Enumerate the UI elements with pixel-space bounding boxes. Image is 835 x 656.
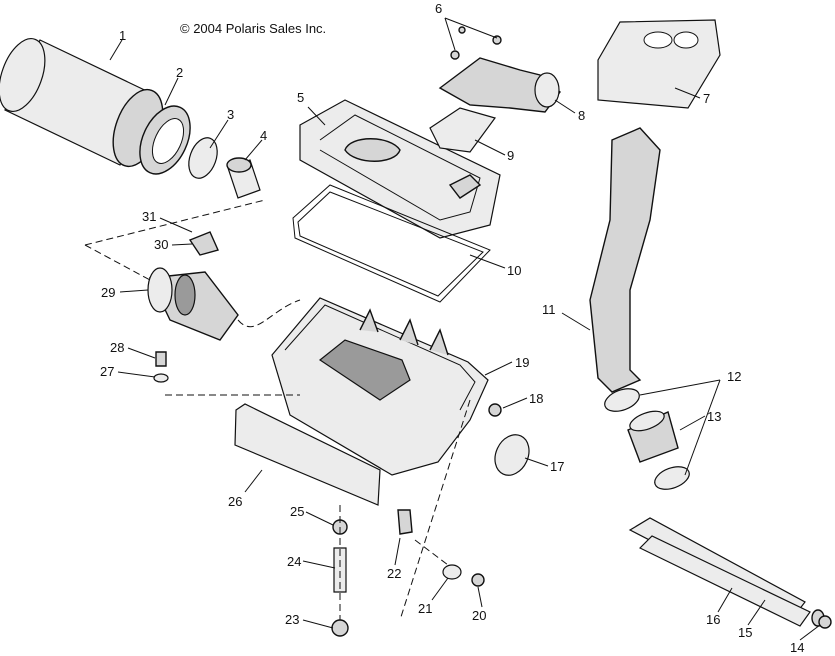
callout-12: 12 [727,369,741,384]
callout-31: 31 [142,209,156,224]
lower-coupler [627,410,679,463]
callout-3: 3 [227,107,234,122]
callout-30: 30 [154,237,168,252]
intake-shroud [597,19,721,109]
callout-24: 24 [287,554,301,569]
callout-14: 14 [790,640,804,655]
small-clamp [488,403,502,417]
callout-21: 21 [418,601,432,616]
bolt-washer [153,351,169,383]
callout-29: 29 [101,285,115,300]
callout-9: 9 [507,148,514,163]
tube-cap [818,615,832,629]
drain-tubes [628,517,825,627]
duct-seal [429,107,496,153]
coupler [226,157,261,199]
airbox-cover [299,99,501,239]
filter-ring [139,105,191,175]
callout-25: 25 [290,504,304,519]
intake-adapter [147,267,239,341]
callout-4: 4 [260,128,267,143]
callout-17: 17 [550,459,564,474]
sensor [188,231,219,256]
callout-6: 6 [435,1,442,16]
callout-2: 2 [176,65,183,80]
callout-28: 28 [110,340,124,355]
callout-18: 18 [529,391,543,406]
callout-13: 13 [707,409,721,424]
heat-shield [234,403,381,506]
callout-11: 11 [542,302,556,317]
callout-labels: 1 2 3 4 5 6 7 8 9 10 11 12 13 14 15 16 1… [100,1,804,655]
callout-5: 5 [297,90,304,105]
cover-gasket [292,184,491,303]
upper-intake-duct [438,57,561,113]
leader-lines [109,17,821,641]
drain-parts [442,564,485,587]
alignment-lines [84,199,471,621]
hose-clamp-small [188,137,218,179]
callout-10: 10 [507,263,521,278]
callout-8: 8 [578,108,585,123]
callout-1: 1 [119,28,126,43]
hose-clamps [604,388,690,490]
callout-26: 26 [228,494,242,509]
callout-19: 19 [515,355,529,370]
callout-7: 7 [703,91,710,106]
callout-16: 16 [706,612,720,627]
airbox-base [271,297,489,476]
callout-15: 15 [738,625,752,640]
copyright-notice: © 2004 Polaris Sales Inc. [180,21,327,36]
callout-23: 23 [285,612,299,627]
outlet-clamp [494,434,530,476]
clip [397,509,413,535]
callout-27: 27 [100,364,114,379]
callout-22: 22 [387,566,401,581]
intake-hose [589,127,661,393]
screws [450,26,502,60]
callout-20: 20 [472,608,486,623]
